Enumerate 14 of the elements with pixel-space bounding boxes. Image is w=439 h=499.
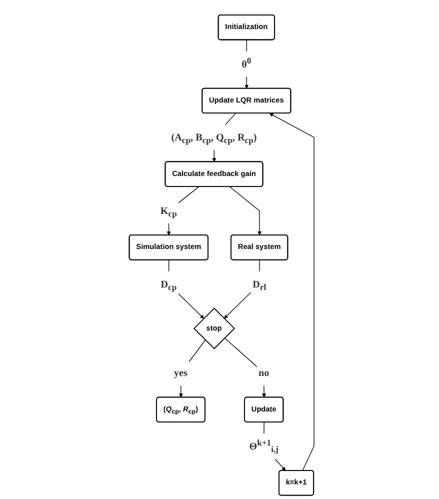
- edge-label: K$_{cp}$: [160, 204, 178, 219]
- edge-label: D$_{rl}$: [252, 278, 266, 292]
- arrow: [166, 186, 200, 236]
- arrow: [224, 338, 266, 398]
- arrow: [168, 260, 204, 319]
- edge-label: yes: [174, 367, 188, 379]
- arrow: [270, 113, 314, 472]
- edge-label: no: [258, 367, 270, 379]
- arrow: [229, 186, 262, 236]
- edge-label: D$_{cp}$: [160, 278, 177, 292]
- arrow: [224, 260, 260, 319]
- edge-label: θ$^{0}$: [242, 56, 252, 70]
- arrow: [244, 40, 249, 89]
- edge-label: (A$_{cp}$, B$_{cp}$, Q$_{cp}$, R$_{cp}$): [171, 131, 257, 146]
